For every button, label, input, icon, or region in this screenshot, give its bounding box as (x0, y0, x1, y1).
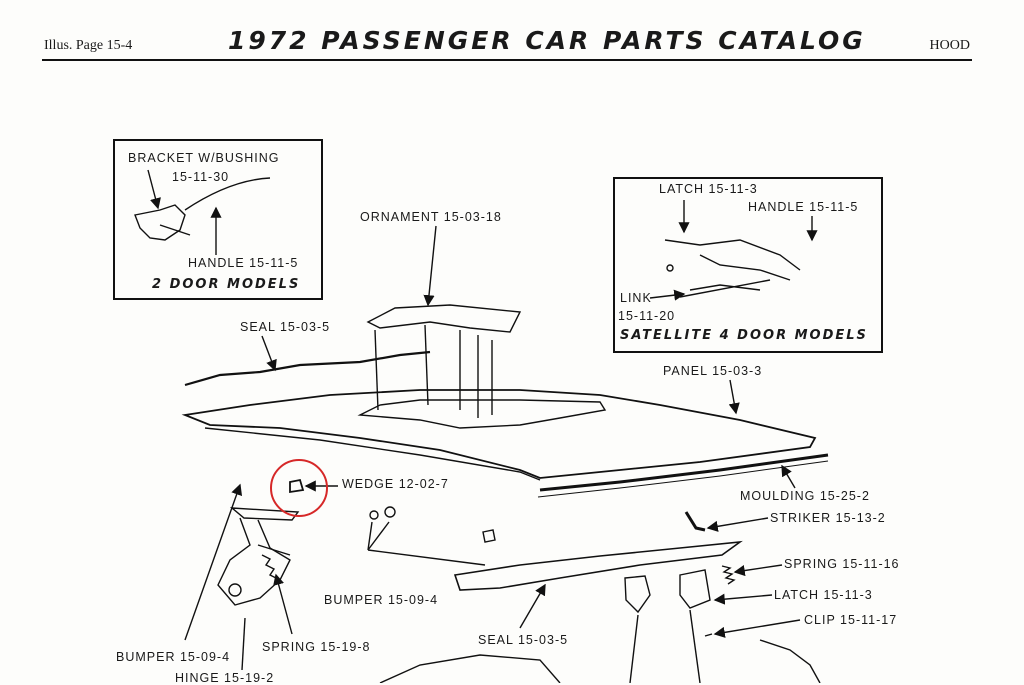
bumper-center-drawing (369, 506, 496, 543)
latch-mechanism-drawing (664, 239, 801, 298)
moulding-label: MOULDING 15-25-2 (740, 489, 870, 503)
ornament-drawing (366, 304, 522, 418)
wedge-label: WEDGE 12-02-7 (342, 477, 449, 491)
seal-bottom-drawing (453, 540, 743, 591)
inset-satellite-box (613, 177, 883, 353)
bracket-drawing (134, 177, 271, 241)
wedge-highlight-circle (270, 459, 328, 517)
inset-satellite-caption: SATELLITE 4 DOOR MODELS (620, 328, 868, 343)
striker-label: STRIKER 15-13-2 (770, 511, 886, 525)
illus-page-label: Illus. Page 15-4 (44, 38, 133, 53)
inset-2door-box (113, 139, 323, 300)
section-label: HOOD (929, 38, 970, 53)
seal-top-drawing (184, 350, 431, 387)
bracket-label: BRACKET W/BUSHING (128, 151, 280, 165)
moulding-drawing (539, 453, 829, 492)
link-number: 15-11-20 (618, 309, 676, 323)
wedge-drawing (289, 478, 305, 494)
handle-2door-label: HANDLE 15-11-5 (188, 256, 299, 270)
hood-panel-drawing (181, 389, 817, 481)
hinge-label: HINGE 15-19-2 (175, 671, 275, 685)
striker-drawing (684, 511, 706, 532)
handle-inset-label: HANDLE 15-11-5 (748, 200, 859, 214)
hinge-drawing (217, 507, 300, 606)
panel-label: PANEL 15-03-3 (663, 364, 763, 378)
latch-drawing (624, 565, 736, 683)
latch-inset-label: LATCH 15-11-3 (659, 182, 758, 196)
spring-right-label: SPRING 15-11-16 (784, 557, 900, 571)
bracket-number: 15-11-30 (172, 170, 230, 184)
ornament-label: ORNAMENT 15-03-18 (360, 210, 502, 224)
clip-label: CLIP 15-11-17 (804, 613, 898, 627)
spring-left-label: SPRING 15-19-8 (262, 640, 371, 654)
seal-top-label: SEAL 15-03-5 (240, 320, 331, 334)
link-label: LINK (620, 291, 652, 305)
seal-bottom-label: SEAL 15-03-5 (478, 633, 569, 647)
header-rule (42, 59, 972, 61)
page-title: 1972 PASSENGER CAR PARTS CATALOG (228, 26, 866, 55)
latch-label: LATCH 15-11-3 (774, 588, 873, 602)
inset-2door-caption: 2 DOOR MODELS (152, 277, 301, 292)
bumper-left-label: BUMPER 15-09-4 (116, 650, 231, 664)
clip-drawing (704, 633, 821, 683)
bumper-center-label: BUMPER 15-09-4 (324, 593, 439, 607)
